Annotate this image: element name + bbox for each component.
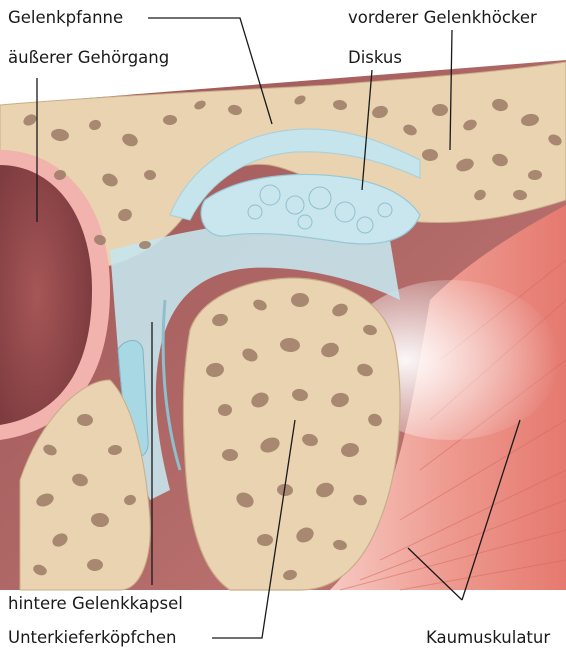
- label-posterior-capsule: hintere Gelenkkapsel: [8, 596, 183, 613]
- label-articular-eminence: vorderer Gelenkhöcker: [348, 10, 537, 27]
- leader-articular-eminence: [450, 30, 452, 150]
- leader-muscles-b: [462, 420, 520, 600]
- leader-muscles-a: [408, 548, 462, 600]
- label-muscles: Kaumuskulatur: [426, 630, 550, 647]
- label-glenoid-fossa: Gelenkpfanne: [8, 10, 123, 27]
- leader-disc: [362, 70, 372, 190]
- label-disc: Diskus: [348, 50, 402, 67]
- label-condyle: Unterkieferköpfchen: [8, 630, 176, 647]
- label-ear-canal: äußerer Gehörgang: [8, 50, 169, 67]
- leader-condyle: [212, 420, 295, 638]
- leader-glenoid-fossa: [148, 18, 272, 124]
